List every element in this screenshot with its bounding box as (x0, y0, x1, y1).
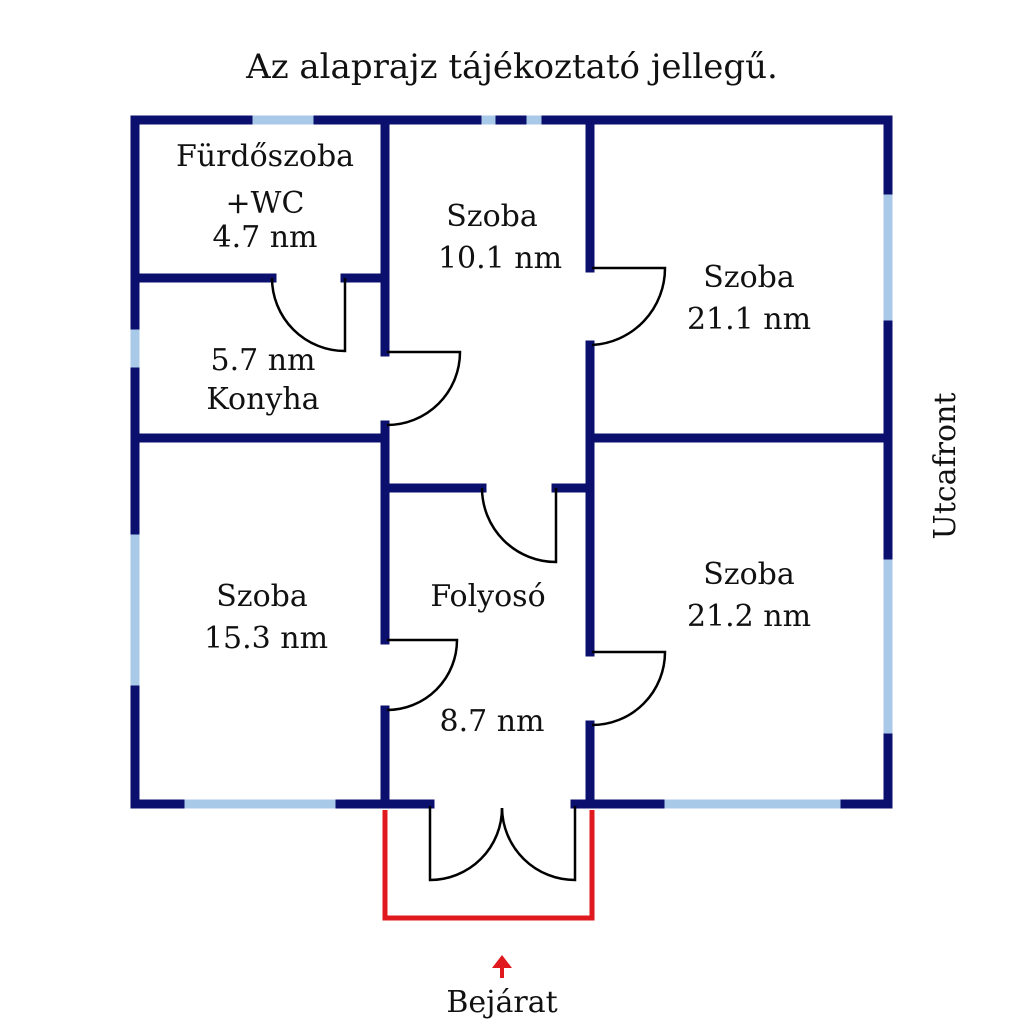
walls (130, 115, 893, 809)
room-right-top-area: 21.1 nm (687, 302, 811, 337)
room-right-bottom-area: 21.2 nm (687, 599, 811, 634)
room-right-bottom-name: Szoba (703, 557, 795, 592)
door-room-right-top (591, 266, 667, 347)
door-kitchen (386, 350, 462, 427)
kitchen-name: Konyha (206, 382, 319, 417)
room-left-bottom-name: Szoba (216, 579, 308, 614)
windows (130, 115, 893, 809)
hallway-area: 8.7 nm (439, 704, 544, 739)
door-bathroom (270, 277, 347, 353)
door-room-right-bottom (591, 650, 667, 727)
door-room-left-bottom (386, 638, 459, 712)
entrance-arrow-icon (492, 955, 512, 978)
room-left-bottom-area: 15.3 nm (204, 621, 328, 656)
room-right-top-name: Szoba (703, 260, 795, 295)
bathroom-extra: +WC (226, 186, 305, 221)
hallway-name: Folyosó (430, 579, 545, 614)
room-middle-top-name: Szoba (446, 199, 538, 234)
street-front-label: Utcafront (928, 393, 963, 540)
plan-title: Az alaprajz tájékoztató jellegű. (245, 47, 778, 87)
door-entrance-left (428, 806, 504, 882)
entrance-outline (382, 810, 595, 921)
room-middle-top-area: 10.1 nm (438, 241, 562, 276)
bathroom-area: 4.7 nm (212, 220, 317, 255)
entrance-label: Bejárat (446, 985, 557, 1020)
kitchen-area: 5.7 nm (210, 343, 315, 378)
doors (270, 266, 667, 882)
door-entrance-right (500, 806, 577, 882)
bathroom-name: Fürdőszoba (176, 139, 354, 174)
door-hallway-top (480, 487, 558, 564)
